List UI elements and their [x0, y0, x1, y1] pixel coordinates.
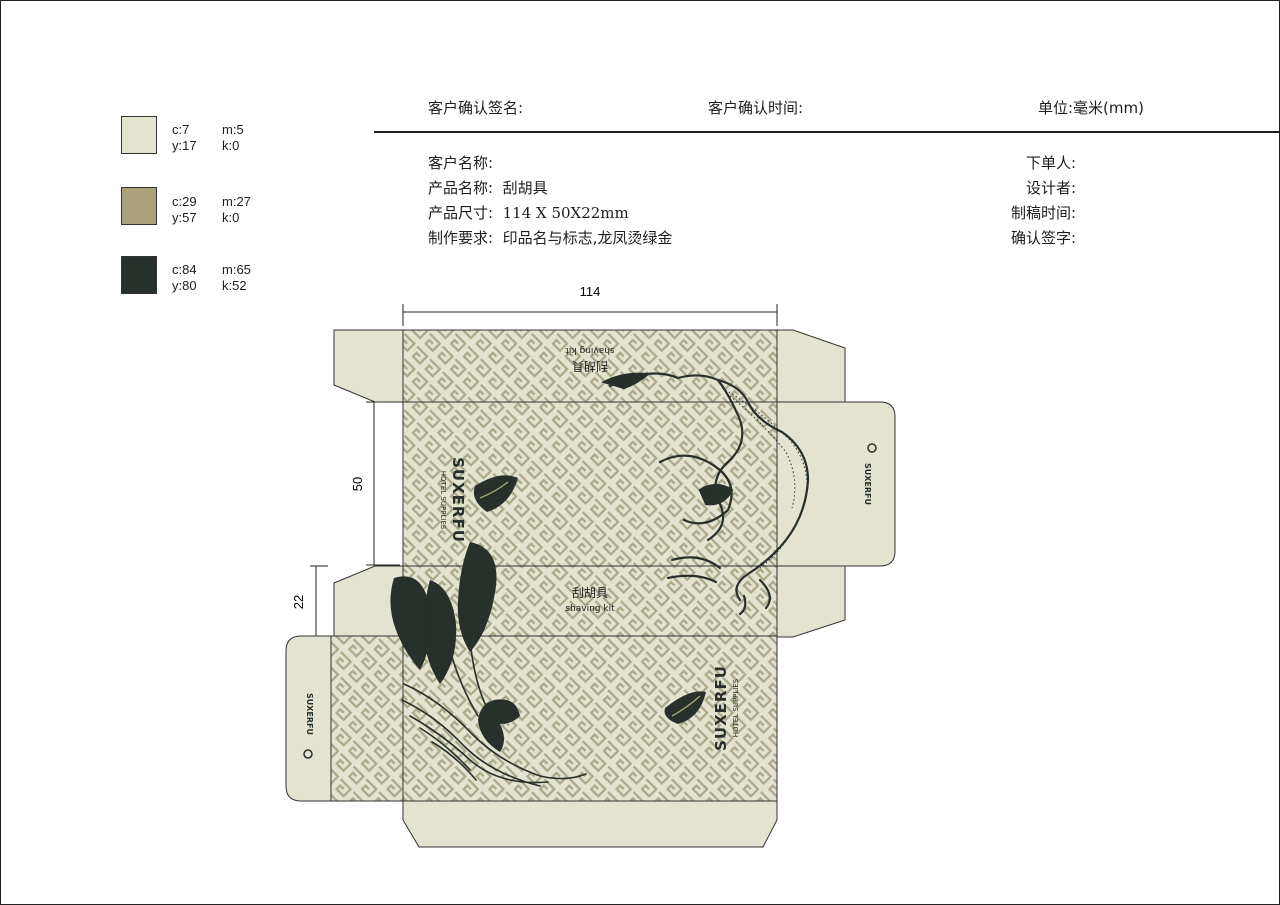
- flap-left-top: [333, 329, 404, 403]
- panel-top-tuck: [402, 329, 778, 403]
- draft-time-row: 制稿时间:: [1010, 204, 1076, 222]
- side-right-brand: SUXERFU: [863, 463, 872, 505]
- info-right: 下单人: 设计者: 制稿时间: 确认签字:: [990, 151, 1076, 251]
- orderer-row: 下单人:: [1025, 154, 1076, 172]
- dragon-icon: [601, 372, 810, 616]
- tuck-flap-bottom: [402, 800, 778, 848]
- top-product-cn: 刮胡具: [572, 586, 608, 600]
- top-product-en: shaving kit: [565, 604, 615, 614]
- panel-back: [330, 635, 778, 802]
- side-panel-right: [776, 401, 896, 567]
- front-brand-sub: HOTEL SUPPLIES: [439, 471, 447, 530]
- dim-height: [366, 401, 400, 566]
- side-right-brand-name: SUXERFU: [863, 463, 872, 505]
- dim-width-label: 114: [580, 284, 601, 299]
- info-left: 客户名称: 产品名称: 刮胡具 产品尺寸: 114 X 50X22mm 制作要求…: [428, 151, 672, 251]
- product-size-row: 产品尺寸: 114 X 50X22mm: [428, 204, 629, 222]
- leaf-logo-icon: [473, 475, 518, 512]
- tuck-product-cn: 刮胡具: [572, 359, 608, 373]
- back-brand-sub: HOTEL SUPPLIES: [732, 678, 740, 737]
- front-brand-name: SUXERFU: [449, 457, 467, 543]
- dim-width: [402, 304, 778, 326]
- flap-right-mid: [776, 565, 846, 638]
- front-brand: SUXERFU HOTEL SUPPLIES: [439, 457, 467, 543]
- swatch-dark-green: [121, 256, 157, 294]
- recycle-icon-left: [303, 749, 313, 759]
- designer-row: 设计者:: [1025, 179, 1076, 197]
- side-left-brand: SUXERFU: [305, 693, 314, 735]
- signature-label: 客户确认签名:: [428, 99, 524, 117]
- confirm-time-label: 客户确认时间:: [708, 99, 804, 117]
- requirement-row: 制作要求: 印品名与标志,龙凤烫绿金: [428, 229, 673, 247]
- back-brand-name: SUXERFU: [712, 665, 730, 751]
- header-rule: [374, 131, 1280, 133]
- customer-name-row: 客户名称:: [428, 154, 494, 172]
- dim-depth-label: 22: [291, 595, 306, 609]
- confirm-sign-row: 确认签字:: [1010, 229, 1076, 247]
- flap-right-top: [776, 329, 846, 403]
- swatch-light: [121, 116, 157, 154]
- product-name-row: 产品名称: 刮胡具: [428, 179, 548, 197]
- recycle-icon: [867, 443, 877, 453]
- top-tuck-label: 刮胡具 shaving kit: [565, 345, 615, 373]
- swatch-khaki: [121, 187, 157, 225]
- unit-label: 单位:毫米(mm): [1038, 99, 1144, 117]
- back-brand: SUXERFU HOTEL SUPPLIES: [712, 665, 740, 751]
- phoenix-icon: [390, 542, 520, 752]
- dim-depth: [310, 565, 328, 637]
- dim-height-label: 50: [350, 477, 365, 491]
- side-left-brand-name: SUXERFU: [305, 693, 314, 735]
- tuck-product-en: shaving kit: [565, 345, 615, 355]
